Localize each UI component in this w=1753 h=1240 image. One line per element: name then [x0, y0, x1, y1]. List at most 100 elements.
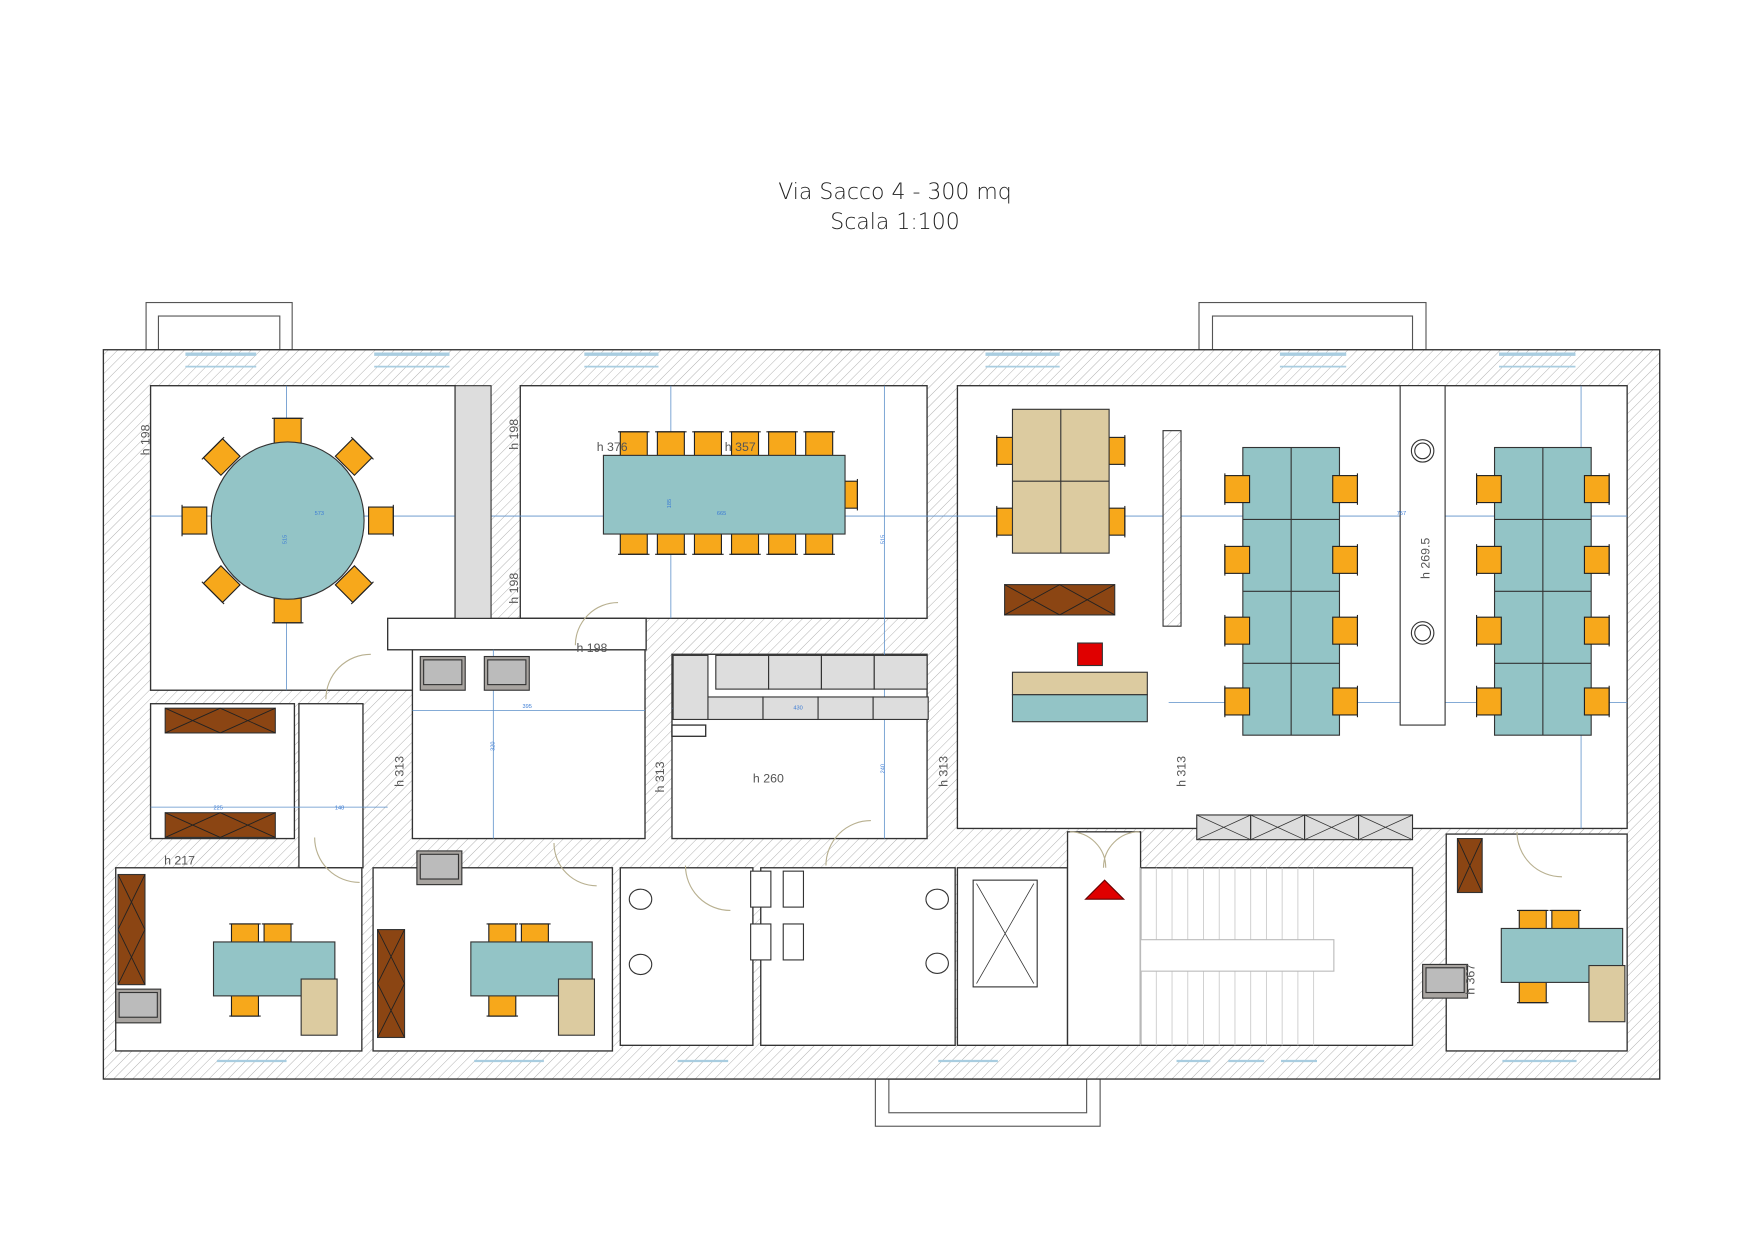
cabinet-cross	[1059, 584, 1115, 616]
label-h217: h 217	[164, 853, 195, 867]
toilet-icon	[628, 888, 653, 910]
cabinet-icon	[164, 707, 276, 734]
armchair-seat	[118, 991, 158, 1018]
reception-desk-front	[1011, 694, 1148, 723]
fire-extinguisher-icon	[1077, 642, 1103, 667]
cabinet-icon	[377, 929, 406, 1039]
door-swing-icon	[1069, 831, 1140, 868]
stairs-icon	[1140, 939, 1335, 972]
label-h376: h 376	[597, 440, 628, 454]
label-h313: h 313	[653, 761, 667, 792]
chair-icon	[1224, 614, 1251, 647]
door-swing-icon	[325, 653, 371, 700]
cabinet-cross	[377, 929, 405, 984]
chair-icon	[1224, 473, 1251, 505]
chair-back	[201, 436, 225, 460]
chair-seat	[1224, 475, 1251, 504]
chair-icon	[201, 436, 241, 477]
shelf-cross	[1358, 814, 1413, 841]
dim-573: 573	[315, 511, 324, 517]
cabinet-cross	[220, 812, 276, 838]
armchair-seat	[423, 659, 463, 686]
chair-icon	[1476, 544, 1502, 576]
chair-icon	[1476, 685, 1502, 718]
cabinet-cross	[165, 812, 221, 838]
chair-icon	[1332, 685, 1359, 718]
chair-seat	[805, 431, 834, 458]
balcony-bottom	[874, 1078, 1101, 1127]
kitchen-cabinet	[873, 654, 928, 690]
chair-icon	[271, 417, 304, 444]
shelf-cross	[1304, 814, 1359, 841]
kitchen-counter	[817, 696, 874, 721]
balcony-right	[1198, 301, 1427, 351]
armchair-seat	[419, 853, 460, 880]
cabinet-icon	[164, 812, 276, 839]
chair-seat	[693, 431, 722, 458]
label-h260: h 260	[753, 771, 784, 785]
height-labels: h 198 h 198 h 198 h 198 h 376 h 357 h 31…	[138, 419, 1477, 995]
chair-seat	[1332, 687, 1359, 716]
dim-515: 515	[880, 535, 886, 544]
chair-icon	[368, 504, 394, 537]
chair-seat	[273, 597, 302, 624]
chair-seat	[1476, 475, 1502, 504]
wall-cabinet	[454, 385, 492, 619]
label-h313: h 313	[936, 756, 950, 787]
chair-seat	[368, 506, 394, 535]
label-h313: h 313	[1175, 756, 1189, 787]
shelf-cross	[1196, 814, 1251, 841]
elevator-cross	[976, 883, 1035, 984]
cabinet-cross	[1004, 584, 1060, 616]
label-h313: h 313	[392, 756, 406, 787]
room	[298, 703, 364, 869]
round-table-icon	[210, 441, 365, 600]
cabinet-cross	[220, 707, 276, 734]
chair-seat	[656, 431, 685, 458]
chair-back	[350, 436, 374, 460]
side-desk	[1588, 964, 1626, 1023]
armchair-seat	[1425, 967, 1465, 994]
cabinet-icon	[1004, 584, 1116, 616]
meeting-table	[602, 454, 846, 535]
door-swing-icon	[684, 865, 731, 912]
sink-icon	[750, 870, 772, 908]
label-h198: h 198	[138, 424, 152, 455]
kitchen-cabinet	[768, 654, 822, 690]
toilet-icon	[925, 888, 949, 910]
chair-icon	[334, 436, 374, 477]
reception-desk	[1011, 671, 1148, 696]
side-desk	[300, 978, 338, 1036]
chair-icon	[1224, 685, 1251, 718]
room	[387, 617, 647, 651]
cabinet-cross	[1457, 838, 1483, 893]
label-h198: h 198	[507, 573, 521, 604]
balcony-left	[145, 301, 293, 351]
label-h367: h 367	[1463, 964, 1477, 995]
door-swing-icon	[1516, 831, 1562, 878]
door-swing-icon	[553, 843, 597, 887]
shelf-cross	[1250, 814, 1305, 841]
sink-icon	[750, 923, 772, 961]
label-h357: h 357	[725, 440, 756, 454]
armchair-seat	[487, 659, 527, 686]
chair-seat	[1476, 687, 1502, 716]
room	[671, 724, 707, 737]
chair-seat	[1476, 616, 1502, 645]
cabinet-cross	[117, 929, 146, 985]
chair-icon	[803, 431, 835, 458]
chair-icon	[766, 431, 798, 458]
dim-515: 515	[283, 535, 289, 544]
dim-430: 430	[793, 705, 802, 711]
chair-icon	[271, 597, 304, 624]
toilet-icon	[925, 952, 949, 974]
chair-icon	[1583, 685, 1610, 718]
chair-icon	[1224, 544, 1251, 576]
chair-seat	[181, 506, 208, 535]
chair-icon	[1583, 614, 1610, 647]
dim-320: 320	[490, 742, 496, 751]
label-h198: h 198	[507, 419, 521, 450]
chair-seat	[1332, 545, 1359, 574]
plan-title: Via Sacco 4 - 300 mq Scala 1:100	[0, 178, 1753, 238]
